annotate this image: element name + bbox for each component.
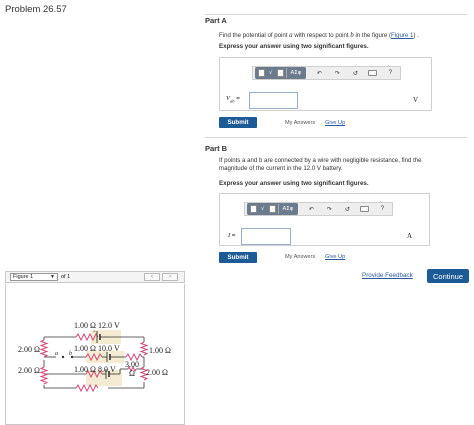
help-icon[interactable]: ? — [380, 206, 385, 212]
part-a-label: Part A — [205, 16, 227, 25]
figure-select[interactable]: Figure 1 ▼ — [10, 273, 58, 281]
radical-template-icon[interactable]: √ — [269, 70, 273, 76]
point-a-label: a — [55, 351, 58, 357]
point-b-dot — [70, 355, 74, 359]
part-a-divider — [205, 14, 467, 15]
keyboard-icon[interactable] — [368, 70, 378, 76]
provide-feedback-link[interactable]: Provide Feedback — [362, 272, 413, 279]
right-bottom-resistor-label: 2.00 Ω — [146, 368, 168, 377]
top-battery-12v: + — [93, 330, 108, 343]
figure-panel: + 1.00 Ω 12.0 V — [5, 284, 185, 425]
part-a-instruction: Express your answer using two significan… — [219, 43, 369, 50]
right-top-resistor — [139, 341, 149, 356]
part-b-question: If points a and b are connected by a wir… — [219, 157, 422, 172]
fraction-template-icon[interactable] — [258, 69, 265, 77]
greek-symbols-button[interactable]: ΑΣφ — [290, 70, 302, 76]
bot-small-resistor-value: 3.00 — [125, 360, 139, 369]
undo-icon[interactable]: ↶ — [308, 206, 314, 213]
point-b-label: b — [69, 351, 72, 357]
exponent-template-icon[interactable] — [268, 205, 276, 213]
part-b-divider — [205, 137, 467, 138]
bot-small-resistor-unit: Ω — [129, 369, 135, 378]
point-a-dot — [61, 355, 65, 359]
toolbar-separator — [277, 204, 279, 214]
templates-group: √ ΑΣφ — [255, 67, 307, 79]
part-b-unit: A — [407, 232, 413, 240]
part-b-my-answers-link[interactable]: My Answers — [285, 254, 316, 260]
left-bottom-resistor-label: 2.00 Ω — [18, 366, 40, 375]
figure-prev-button[interactable]: < — [144, 273, 160, 281]
bottom-resistor — [75, 383, 99, 393]
mid-battery-10v — [102, 352, 122, 362]
part-a-answer-box: √ ΑΣφ ↶ ↷ ↺ ? Vab = V — [219, 57, 432, 111]
bot-battery-label: 1.00 Ω 8.0 V — [74, 365, 116, 374]
left-bottom-resistor — [39, 366, 49, 385]
part-a-equation-toolbar: √ ΑΣφ ↶ ↷ ↺ ? — [252, 66, 401, 80]
part-a-submit-button[interactable]: Submit — [219, 117, 257, 128]
circuit-diagram: + 1.00 Ω 12.0 V — [18, 321, 171, 393]
top-battery-label: 1.00 Ω 12.0 V — [74, 321, 120, 330]
help-icon[interactable]: ? — [388, 70, 393, 76]
part-b-instruction: Express your answer using two significan… — [219, 180, 369, 187]
exponent-template-icon[interactable] — [276, 69, 284, 77]
redo-icon[interactable]: ↷ — [334, 70, 340, 77]
right-top-resistor-label: 1.00 Ω — [149, 346, 171, 355]
bot-small-resistor — [127, 365, 137, 373]
figure-count: of 1 — [61, 274, 71, 280]
left-top-resistor — [39, 339, 49, 358]
mid-resistor-1ohm — [85, 352, 103, 362]
part-a-question: Find the potential of point a with respe… — [219, 31, 419, 39]
part-b-give-up-link[interactable]: Give Up — [325, 254, 346, 260]
mid-right-resistor — [125, 352, 143, 362]
bot-resistor-1ohm — [85, 369, 103, 379]
toolbar-separator — [285, 68, 287, 78]
bot-battery-8v — [102, 369, 114, 379]
part-a-answer-input[interactable] — [249, 92, 298, 109]
part-b-variable-label: I = — [228, 232, 236, 239]
top-resistor-1ohm — [75, 332, 99, 342]
part-a-unit: V — [413, 96, 419, 104]
part-b-submit-button[interactable]: Submit — [219, 252, 257, 263]
radical-template-icon[interactable]: √ — [261, 206, 265, 212]
part-a-give-up-link[interactable]: Give Up — [325, 120, 346, 126]
left-top-resistor-label: 2.00 Ω — [18, 345, 40, 354]
reset-icon[interactable]: ↺ — [352, 70, 358, 77]
part-b-label: Part B — [205, 144, 228, 153]
reset-icon[interactable]: ↺ — [344, 206, 350, 213]
caret-down-icon: ▼ — [50, 274, 55, 280]
undo-icon[interactable]: ↶ — [316, 70, 322, 77]
mid-battery-label: 1.00 Ω 10.0 V — [74, 344, 120, 353]
keyboard-icon[interactable] — [360, 206, 370, 212]
fraction-template-icon[interactable] — [250, 205, 257, 213]
part-b-equation-toolbar: √ ΑΣφ ↶ ↷ ↺ ? — [244, 202, 393, 216]
figure-navigation-bar: Figure 1 ▼ of 1 < > — [5, 271, 185, 283]
templates-group: √ ΑΣφ — [247, 203, 299, 215]
right-bottom-resistor — [139, 366, 149, 381]
part-a-variable-label: Vab = — [226, 95, 240, 104]
figure-link[interactable]: Figure 1 — [391, 32, 414, 39]
part-b-answer-input[interactable] — [241, 228, 291, 245]
part-a-my-answers-link[interactable]: My Answers — [285, 120, 316, 126]
problem-title: Problem 26.57 — [5, 4, 67, 15]
svg-text:+: + — [93, 330, 96, 335]
figure-next-button[interactable]: > — [162, 273, 178, 281]
greek-symbols-button[interactable]: ΑΣφ — [282, 206, 294, 212]
redo-icon[interactable]: ↷ — [326, 206, 332, 213]
part-b-answer-box: √ ΑΣφ ↶ ↷ ↺ ? I = A — [219, 193, 430, 246]
continue-button[interactable]: Continue — [427, 269, 469, 283]
